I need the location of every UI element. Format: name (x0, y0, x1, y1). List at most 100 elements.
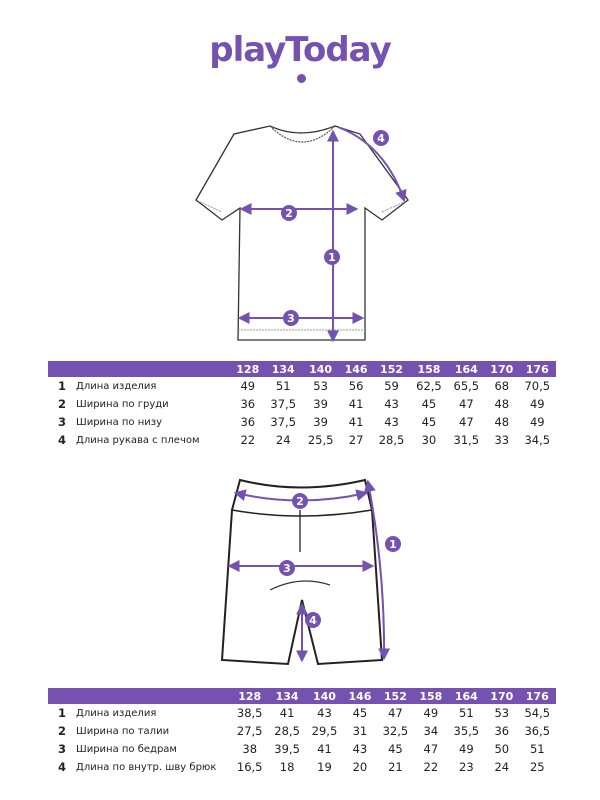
size-value: 47 (459, 415, 474, 429)
size-value: 70,5 (524, 379, 551, 393)
size-value: 22 (423, 760, 439, 774)
tshirt-diagram: 1 2 3 4 (195, 125, 409, 343)
size-value: 54,5 (524, 706, 551, 720)
size-value: 62,5 (416, 379, 442, 393)
row-number: 2 (57, 724, 66, 738)
size-value: 43 (317, 706, 332, 720)
svg-text:4: 4 (309, 614, 317, 627)
size-value: 35,5 (453, 724, 480, 738)
size-value: 45 (421, 415, 437, 429)
size-value: 30 (421, 433, 437, 447)
size-value: 39 (313, 397, 328, 411)
size-value: 43 (352, 742, 368, 756)
size-value: 41 (279, 706, 295, 720)
size-value: 38,5 (236, 706, 263, 720)
size-value: 49 (459, 742, 474, 756)
size-value: 24 (275, 433, 291, 447)
size-value: 39,5 (274, 742, 300, 756)
size-value: 31 (352, 724, 368, 738)
size-value: 18 (279, 760, 295, 774)
size-value: 24 (494, 760, 510, 774)
size-value: 53 (313, 379, 328, 393)
row-label: Ширина по груди (76, 398, 169, 410)
size-value: 27 (348, 433, 364, 447)
marker-2: 2 (281, 205, 297, 221)
row-number: 3 (57, 742, 66, 756)
size-value: 22 (240, 433, 256, 447)
row-label: Длина изделия (76, 380, 157, 392)
row-label: Ширина по бедрам (76, 743, 177, 755)
size-value: 28,5 (274, 724, 300, 738)
size-value: 36,5 (524, 724, 551, 738)
size-value: 45 (421, 397, 437, 411)
marker-4: 4 (373, 130, 389, 146)
row-number: 1 (57, 706, 66, 720)
size-value: 47 (388, 706, 403, 720)
size-value: 38 (242, 742, 258, 756)
size-value: 51 (275, 379, 291, 393)
size-value: 68 (494, 379, 510, 393)
size-value: 51 (529, 742, 545, 756)
size-value: 29,5 (311, 724, 338, 738)
size-value: 49 (529, 397, 545, 411)
size-value: 25,5 (307, 433, 334, 447)
marker-1: 1 (324, 249, 340, 265)
size-value: 37,5 (270, 397, 297, 411)
size-value: 34 (423, 724, 439, 738)
size-value: 21 (388, 760, 403, 774)
size-value: 65,5 (453, 379, 480, 393)
size-value: 19 (317, 760, 332, 774)
size-value: 36 (494, 724, 510, 738)
brand-logo: playToday (209, 30, 392, 70)
size-value: 48 (494, 397, 510, 411)
size-value: 51 (459, 706, 474, 720)
marker-3: 3 (283, 310, 299, 326)
size-value: 34,5 (524, 433, 551, 447)
marker-4: 4 (305, 612, 321, 628)
table-row: 4 Длина рукава с плечом 22 24 25,5 27 28,5 30 31… (48, 431, 556, 449)
row-number: 3 (57, 415, 66, 429)
size-value: 41 (348, 397, 364, 411)
svg-text:3: 3 (283, 562, 291, 575)
size-value: 28,5 (378, 433, 405, 447)
size-value: 50 (494, 742, 510, 756)
size-value: 43 (384, 397, 399, 411)
size-value: 16,5 (236, 760, 263, 774)
svg-text:4: 4 (377, 132, 385, 145)
row-number: 1 (57, 379, 66, 393)
size-value: 49 (529, 415, 545, 429)
size-value: 49 (423, 706, 439, 720)
size-value: 47 (423, 742, 439, 756)
size-value: 31,5 (453, 433, 480, 447)
size-value: 48 (494, 415, 510, 429)
shorts-diagram: 1 2 3 4 (220, 478, 401, 666)
size-value: 27,5 (236, 724, 263, 738)
size-value: 49 (240, 379, 256, 393)
size-value: 45 (352, 706, 368, 720)
svg-text:1: 1 (389, 538, 397, 551)
size-value: 45 (388, 742, 403, 756)
row-label: Длина рукава с плечом (76, 434, 200, 446)
svg-text:1: 1 (328, 251, 336, 264)
svg-text:2: 2 (296, 495, 304, 508)
size-value: 37,5 (270, 415, 297, 429)
marker-2: 2 (292, 493, 308, 509)
size-value: 53 (494, 706, 510, 720)
size-value: 25 (529, 760, 545, 774)
size-value: 56 (348, 379, 364, 393)
size-value: 36 (240, 415, 256, 429)
size-value: 43 (384, 415, 399, 429)
size-value: 20 (352, 760, 368, 774)
size-value: 41 (348, 415, 364, 429)
tshirt-outline (195, 125, 409, 341)
svg-text:3: 3 (287, 312, 295, 325)
size-value: 32,5 (382, 724, 409, 738)
row-number: 4 (57, 760, 66, 774)
row-number: 4 (57, 433, 66, 447)
